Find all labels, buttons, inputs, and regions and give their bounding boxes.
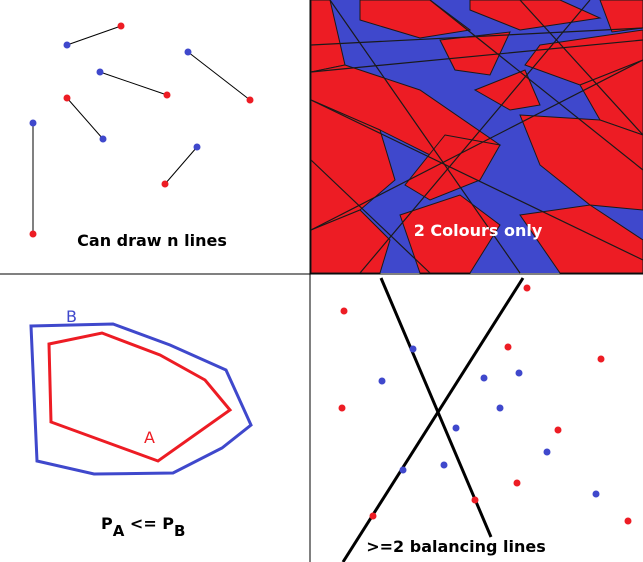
- inner-polygon-a: [47, 331, 233, 463]
- red-endpoint: [29, 230, 37, 238]
- arrangement-line: [310, 27, 643, 46]
- segment: [164, 146, 198, 185]
- colours-caption: 2 Colours only: [414, 221, 543, 240]
- segment: [187, 51, 251, 101]
- red-region: [469, 0, 602, 31]
- arrangement-line: [310, 159, 431, 274]
- blue-point: [480, 374, 488, 382]
- red-point: [338, 404, 346, 412]
- red-region: [579, 59, 643, 136]
- blue-endpoint: [184, 48, 192, 56]
- segments-panel: Can draw n lines: [29, 22, 254, 250]
- red-endpoint: [161, 180, 169, 188]
- segment-endpoints: [29, 22, 254, 238]
- arrangement-line: [310, 59, 643, 231]
- red-endpoint: [63, 94, 71, 102]
- balancing-caption: >=2 balancing lines: [366, 537, 546, 556]
- formula-p-b: P: [162, 514, 174, 533]
- balancing-line: [379, 277, 493, 538]
- red-point: [554, 426, 562, 434]
- red-region: [310, 209, 391, 274]
- lines-caption: Can draw n lines: [77, 231, 227, 250]
- blue-endpoint: [29, 119, 37, 127]
- formula-operator: <=: [124, 514, 162, 533]
- blue-endpoint: [63, 41, 71, 49]
- blue-endpoint: [193, 143, 201, 151]
- balancing-line: [341, 277, 525, 562]
- formula-sub-a: A: [113, 522, 125, 540]
- blue-point: [440, 461, 448, 469]
- arrangement-red-regions: [310, 0, 643, 274]
- arrangement-line: [310, 99, 643, 261]
- segment: [66, 97, 104, 140]
- inner-polygon-label: A: [144, 428, 155, 447]
- red-region: [473, 69, 541, 111]
- balancing-panel: >=2 balancing lines: [338, 277, 632, 562]
- red-point: [624, 517, 632, 525]
- red-point: [513, 479, 521, 487]
- outer-polygon-b: [29, 322, 253, 476]
- red-region: [599, 0, 643, 33]
- blue-endpoint: [99, 135, 107, 143]
- red-point: [471, 496, 479, 504]
- red-point: [340, 307, 348, 315]
- blue-endpoint: [96, 68, 104, 76]
- arrangement-lines: [310, 0, 643, 274]
- red-region: [519, 114, 643, 211]
- blue-point: [543, 448, 551, 456]
- segment: [66, 25, 122, 46]
- perimeter-formula: PA <= PB: [101, 514, 185, 540]
- red-point: [504, 343, 512, 351]
- red-point: [369, 512, 377, 520]
- segments: [32, 25, 251, 234]
- red-point: [597, 355, 605, 363]
- red-region: [519, 204, 643, 274]
- arrangement-line: [519, 0, 643, 136]
- red-region: [399, 194, 501, 274]
- formula-sub-b: B: [174, 522, 185, 540]
- red-region: [439, 31, 511, 76]
- red-endpoint: [117, 22, 125, 30]
- perimeter-panel: B A PA <= PB: [29, 307, 253, 540]
- arrangement-line: [310, 39, 643, 73]
- blue-point: [378, 377, 386, 385]
- blue-point: [592, 490, 600, 498]
- blue-point: [515, 369, 523, 377]
- point-set: [338, 284, 632, 525]
- blue-point: [409, 345, 417, 353]
- segment: [99, 71, 168, 96]
- arrangement-line: [329, 0, 521, 274]
- blue-point: [452, 424, 460, 432]
- red-endpoint: [246, 96, 254, 104]
- formula-p-a: P: [101, 514, 113, 533]
- red-endpoint: [163, 91, 171, 99]
- red-region: [404, 134, 501, 201]
- red-point: [523, 284, 531, 292]
- two-colour-arrangement-panel: 2 Colours only: [310, 0, 643, 274]
- arrangement-line: [359, 0, 591, 274]
- blue-point: [399, 466, 407, 474]
- blue-point: [496, 404, 504, 412]
- outer-polygon-label: B: [66, 307, 77, 326]
- arrangement-line: [429, 0, 643, 171]
